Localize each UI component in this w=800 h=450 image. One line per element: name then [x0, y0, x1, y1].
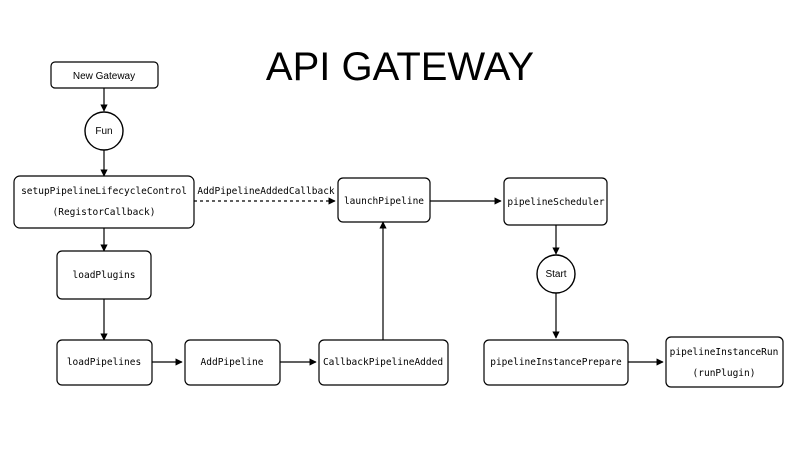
node-callback-pipeline-added: CallbackPipelineAdded: [318, 339, 449, 386]
node-pipeline-instance-prepare: pipelineInstancePrepare: [483, 339, 629, 386]
node-start: Start: [536, 254, 576, 294]
node-load-pipelines-box: [56, 339, 153, 386]
node-load-plugins: loadPlugins: [56, 250, 152, 300]
edge-label-add-pipeline-added-callback: AddPipelineAddedCallback: [197, 186, 335, 197]
node-launch-pipeline-label: launchPipeline: [344, 196, 424, 207]
node-setup-label-line-2: (RegistorCallback): [53, 207, 156, 218]
node-callback-pipeline-added-label: CallbackPipelineAdded: [323, 357, 443, 368]
node-pipeline-instance-prepare-box: [483, 339, 629, 386]
node-pipeline-instance-run-box: [665, 336, 784, 388]
node-start-circle: [536, 254, 576, 294]
diagram-title: API GATEWAY: [266, 45, 534, 89]
node-load-plugins-label: loadPlugins: [73, 270, 136, 281]
node-launch-pipeline-box: [337, 177, 431, 223]
edges: [100, 88, 664, 366]
node-add-pipeline-box: [184, 339, 281, 386]
node-fun-label: Fun: [95, 126, 112, 137]
node-new-gateway-box: [50, 61, 159, 89]
node-new-gateway: New Gateway: [50, 61, 159, 89]
node-fun-circle: [84, 111, 124, 151]
node-start-label: Start: [545, 269, 566, 280]
node-launch-pipeline: launchPipeline: [337, 177, 431, 223]
node-add-pipeline-label: AddPipeline: [201, 357, 264, 368]
node-pipeline-scheduler-box: [503, 177, 608, 226]
node-pipeline-instance-run-label-line-1: pipelineInstanceRun: [670, 347, 779, 358]
node-setup: setupPipelineLifecycleControl (RegistorC…: [13, 175, 195, 229]
node-pipeline-scheduler: pipelineScheduler: [503, 177, 608, 226]
node-pipeline-instance-run-label-line-2: (runPlugin): [693, 368, 756, 379]
node-load-pipelines-label: loadPipelines: [67, 357, 141, 368]
node-pipeline-scheduler-label: pipelineScheduler: [507, 197, 605, 208]
node-setup-box: [13, 175, 195, 229]
node-load-pipelines: loadPipelines: [56, 339, 153, 386]
node-load-plugins-box: [56, 250, 152, 300]
node-setup-label-line-1: setupPipelineLifecycleControl: [21, 186, 187, 197]
node-callback-pipeline-added-box: [318, 339, 449, 386]
node-pipeline-instance-run: pipelineInstanceRun (runPlugin): [665, 336, 784, 388]
node-new-gateway-label: New Gateway: [73, 71, 135, 82]
node-pipeline-instance-prepare-label: pipelineInstancePrepare: [490, 357, 622, 368]
node-fun: Fun: [84, 111, 124, 151]
node-add-pipeline: AddPipeline: [184, 339, 281, 386]
